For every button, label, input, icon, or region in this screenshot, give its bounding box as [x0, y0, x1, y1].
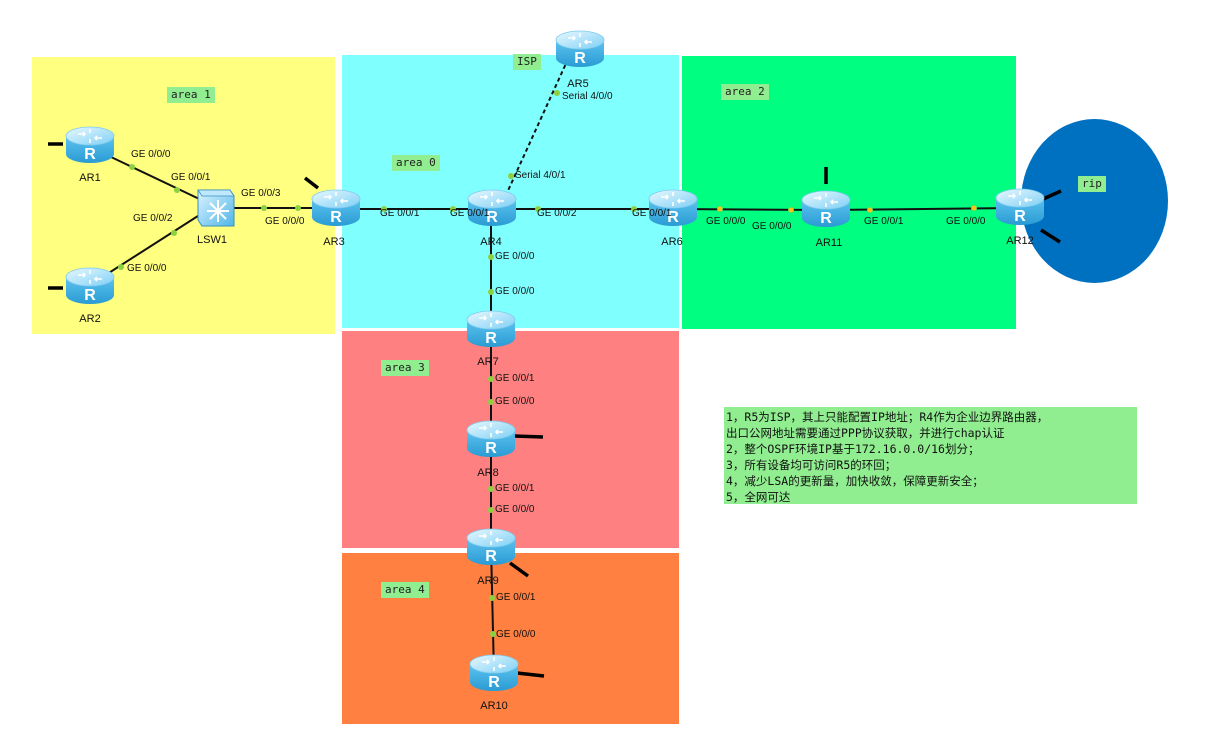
port-label: GE 0/0/1: [380, 208, 420, 219]
router-icon[interactable]: [464, 306, 518, 350]
note-line: 2，整个OSPF环境IP基于172.16.0.0/16划分；: [726, 442, 980, 456]
requirements-notes: 1，R5为ISP，其上只能配置IP地址；R4作为企业边界路由器， 出口公网地址需…: [724, 407, 1137, 504]
port-label: GE 0/0/0: [496, 629, 536, 640]
rip-region: [1021, 119, 1168, 283]
area-1-tag: area 1: [167, 87, 215, 103]
device-label-ar7: AR7: [477, 356, 499, 368]
device-label-ar6: AR6: [661, 236, 683, 248]
port-label: GE 0/0/0: [265, 216, 305, 227]
port-label: Serial 4/0/1: [515, 170, 566, 181]
port-label: GE 0/0/0: [946, 216, 986, 227]
router-icon[interactable]: [464, 416, 518, 460]
port-label: GE 0/0/1: [171, 172, 211, 183]
rip-tag: rip: [1078, 176, 1106, 192]
router-icon[interactable]: [63, 263, 117, 307]
device-label-ar1: AR1: [79, 172, 101, 184]
area-4-tag: area 4: [381, 582, 429, 598]
router-icon[interactable]: [464, 524, 518, 568]
port-label: GE 0/0/0: [127, 263, 167, 274]
router-icon[interactable]: [309, 185, 363, 229]
port-label: GE 0/0/1: [496, 592, 536, 603]
device-label-lsw1: LSW1: [197, 234, 227, 246]
area-0-tag: area 0: [392, 155, 440, 171]
port-label: GE 0/0/1: [495, 373, 535, 384]
port-label: GE 0/0/0: [495, 286, 535, 297]
port-label: GE 0/0/2: [133, 213, 173, 224]
port-label: GE 0/0/0: [495, 251, 535, 262]
note-line: 5，全网可达: [726, 490, 791, 504]
router-icon[interactable]: [553, 26, 607, 70]
device-label-ar5: AR5: [567, 78, 589, 90]
port-label: GE 0/0/1: [632, 208, 672, 219]
note-line: 4，减少LSA的更新量，加快收敛，保障更新安全；: [726, 474, 984, 488]
router-icon[interactable]: [799, 186, 853, 230]
device-label-ar11: AR11: [815, 237, 843, 249]
port-label: GE 0/0/1: [864, 216, 904, 227]
port-label: GE 0/0/0: [706, 216, 746, 227]
device-label-ar4: AR4: [480, 236, 502, 248]
router-icon[interactable]: [646, 185, 700, 229]
router-icon[interactable]: [63, 122, 117, 166]
port-label: GE 0/0/2: [537, 208, 577, 219]
area-2-tag: area 2: [721, 84, 769, 100]
device-label-ar2: AR2: [79, 313, 101, 325]
router-icon[interactable]: [467, 650, 521, 694]
device-label-ar10: AR10: [480, 700, 508, 712]
port-label: GE 0/0/1: [450, 208, 490, 219]
router-icon[interactable]: [465, 185, 519, 229]
port-label: GE 0/0/1: [495, 483, 535, 494]
port-label: GE 0/0/0: [131, 149, 171, 160]
area-2-region: [682, 56, 1016, 329]
port-label: Serial 4/0/0: [562, 91, 613, 102]
note-line: 出口公网地址需要通过PPP协议获取，并进行chap认证: [726, 426, 1005, 440]
isp-tag: ISP: [513, 54, 541, 70]
device-label-ar8: AR8: [477, 467, 499, 479]
note-line: 1，R5为ISP，其上只能配置IP地址；R4作为企业边界路由器，: [726, 410, 1049, 424]
port-label: GE 0/0/0: [495, 504, 535, 515]
device-label-ar12: AR12: [1006, 235, 1034, 247]
switch-icon[interactable]: [190, 186, 236, 230]
note-line: 3，所有设备均可访问R5的环回；: [726, 458, 897, 472]
device-label-ar9: AR9: [477, 575, 499, 587]
device-label-ar3: AR3: [323, 236, 345, 248]
area-4-region: [342, 553, 679, 724]
port-label: GE 0/0/0: [752, 221, 792, 232]
area-0-region: [342, 55, 679, 328]
router-icon[interactable]: [993, 184, 1047, 228]
port-label: GE 0/0/0: [495, 396, 535, 407]
area-3-tag: area 3: [381, 360, 429, 376]
port-label: GE 0/0/3: [241, 188, 281, 199]
